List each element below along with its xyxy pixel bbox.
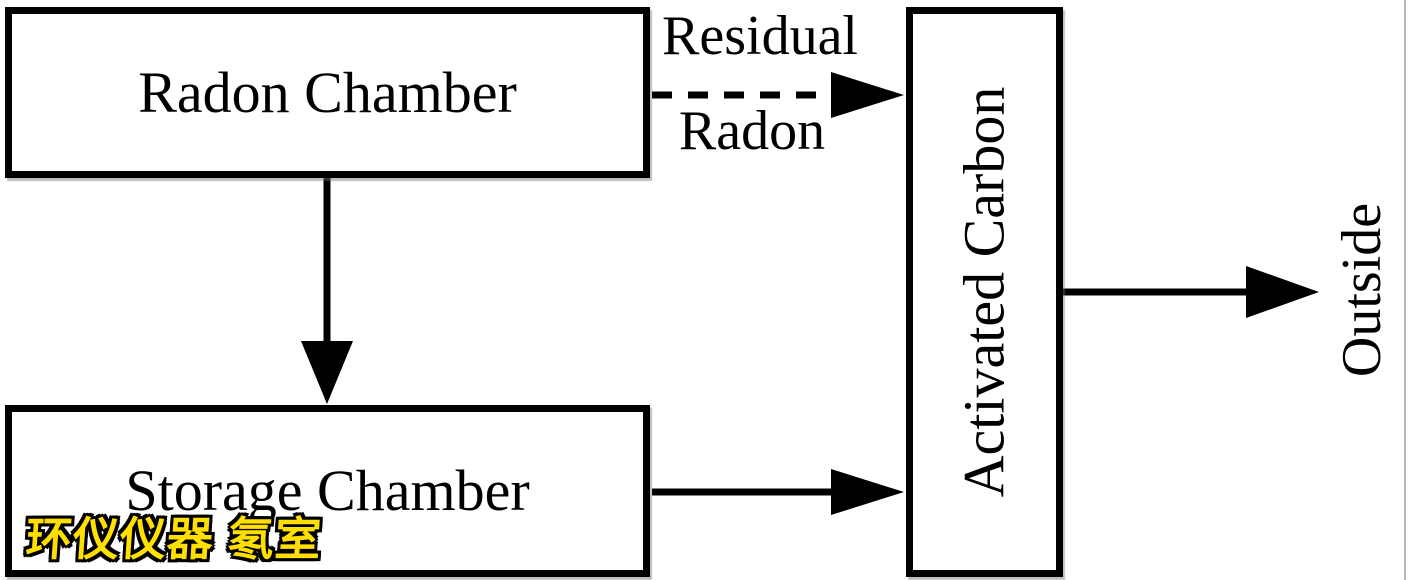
outside-label: Outside [1331, 202, 1393, 378]
radon-chamber-box: Radon Chamber [5, 7, 650, 178]
residual-radon-label-line2: Radon [678, 100, 826, 162]
residual-radon-label-line1: Residual [662, 5, 858, 67]
storage-chamber-label: Storage Chamber [125, 458, 530, 523]
arrow-storage-to-carbon [652, 469, 904, 515]
watermark-text: 环仪仪器 氡室 [24, 513, 324, 565]
right-edge-divider [1404, 0, 1406, 580]
radon-chamber-label: Radon Chamber [138, 59, 517, 125]
activated-carbon-label: Activated Carbon [951, 86, 1017, 498]
activated-carbon-box: Activated Carbon [906, 7, 1063, 577]
storage-chamber-box: Storage Chamber [5, 405, 650, 577]
arrow-radon-to-storage [301, 174, 353, 404]
arrow-carbon-to-outside [1061, 266, 1319, 318]
